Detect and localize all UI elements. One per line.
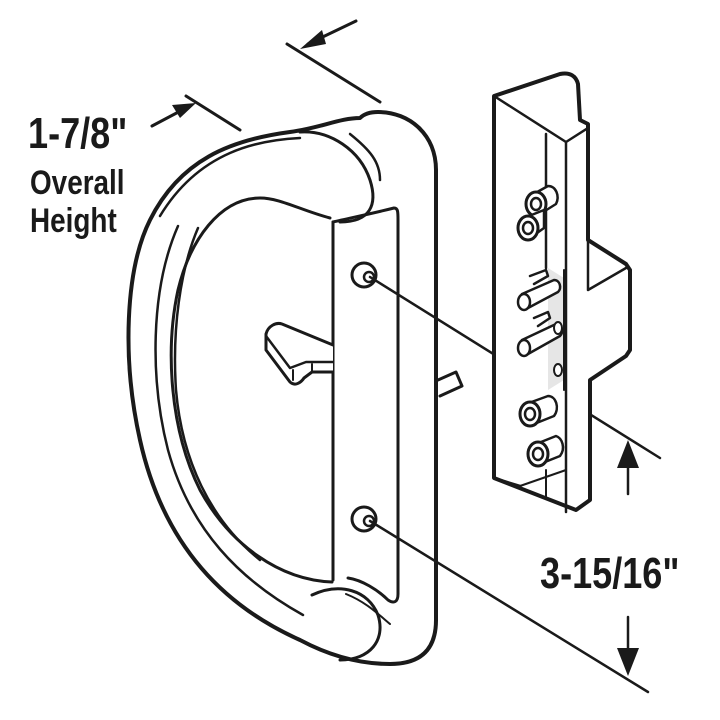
width-dimension-caption: Overall Height [30, 164, 125, 240]
caption-line-height: Height [30, 202, 117, 240]
handle [126, 110, 438, 666]
caption-line-overall: Overall [30, 164, 125, 202]
width-dimension-label: 1-7/8" [28, 109, 128, 158]
width-dimension-lines [150, 19, 382, 132]
screw-bosses [516, 184, 565, 468]
bracket-pins [516, 268, 564, 377]
mounting-holes [350, 261, 378, 533]
thumb-latch [264, 322, 464, 398]
hole-spacing-label: 3-15/16" [540, 549, 680, 598]
